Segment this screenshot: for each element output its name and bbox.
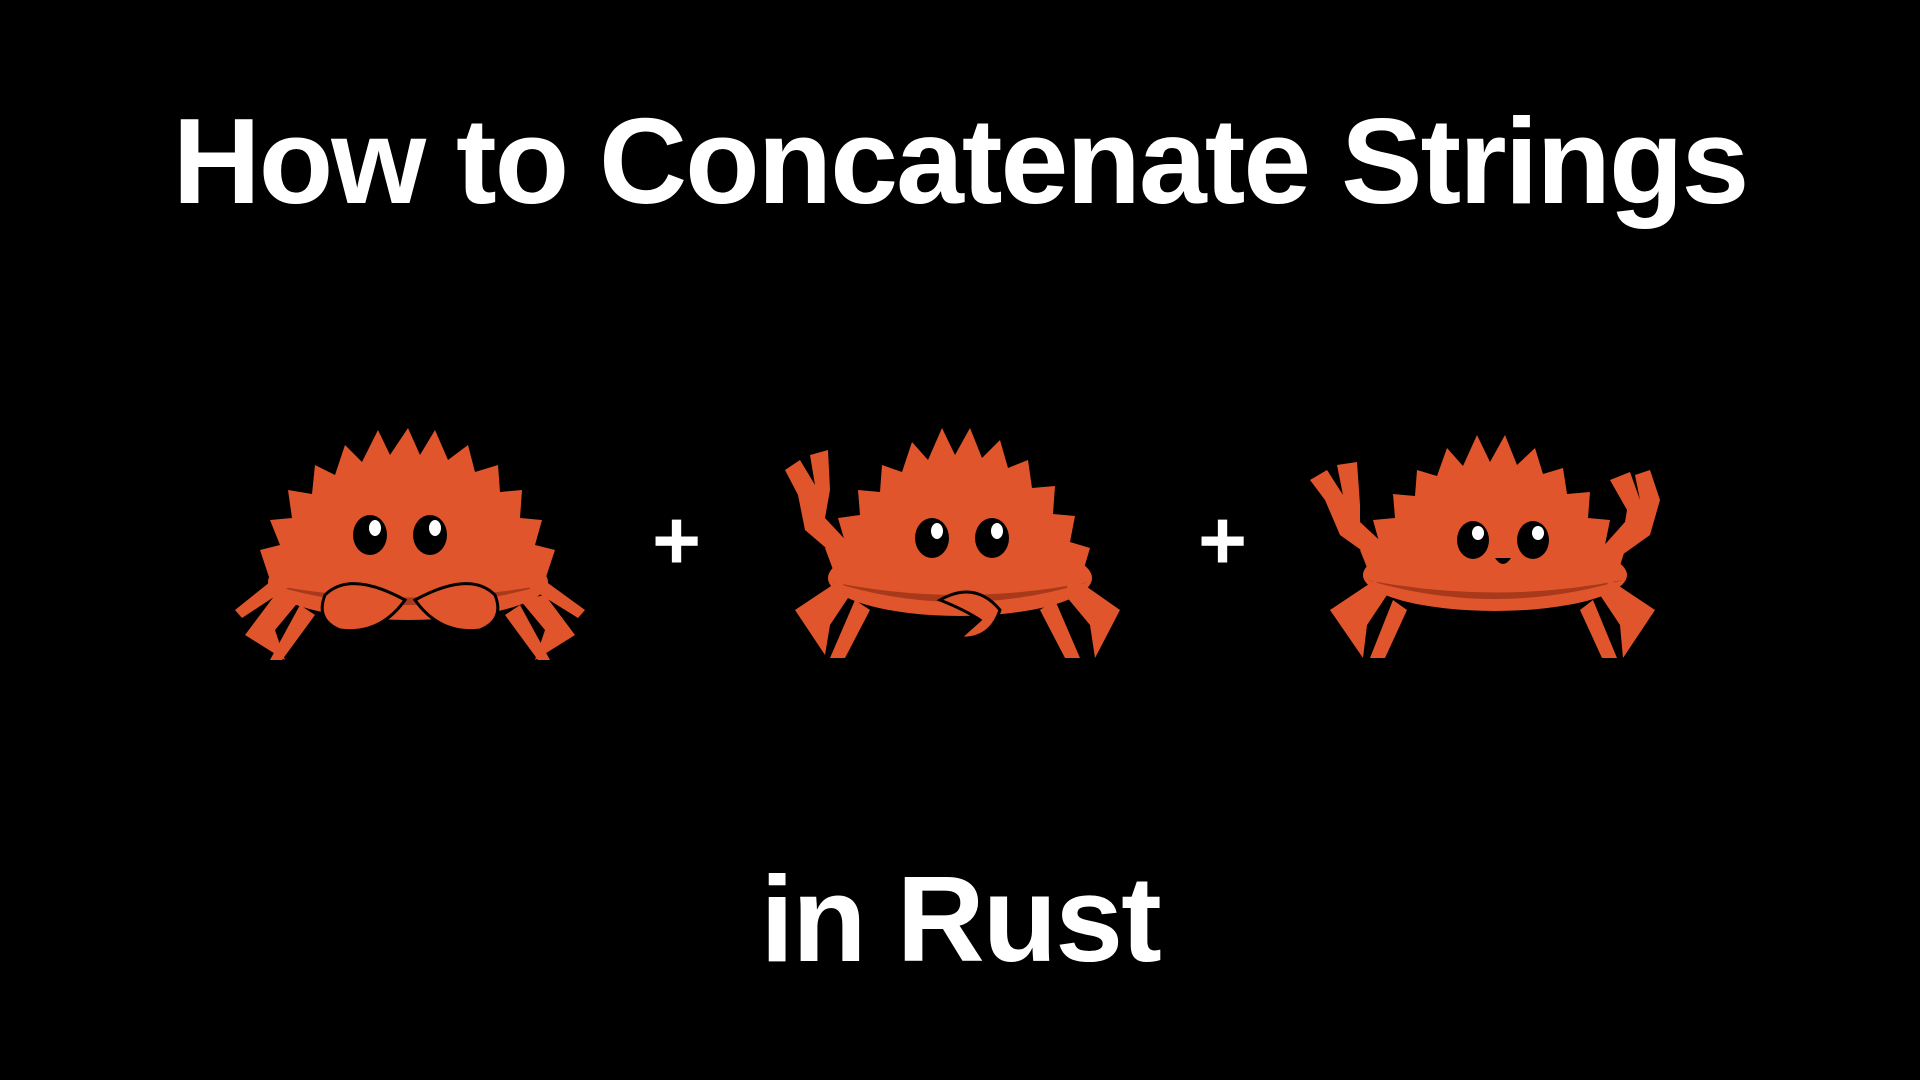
page-subtitle: in Rust bbox=[760, 851, 1161, 987]
plus-operator-1: + bbox=[652, 493, 702, 587]
page-title: How to Concatenate Strings bbox=[172, 93, 1750, 229]
plus-operator-2: + bbox=[1198, 493, 1248, 587]
crab-row bbox=[0, 410, 1920, 660]
ferris-crab-1-icon bbox=[230, 410, 590, 660]
ferris-crab-3-icon bbox=[1305, 410, 1665, 660]
ferris-crab-2-icon bbox=[770, 410, 1130, 660]
